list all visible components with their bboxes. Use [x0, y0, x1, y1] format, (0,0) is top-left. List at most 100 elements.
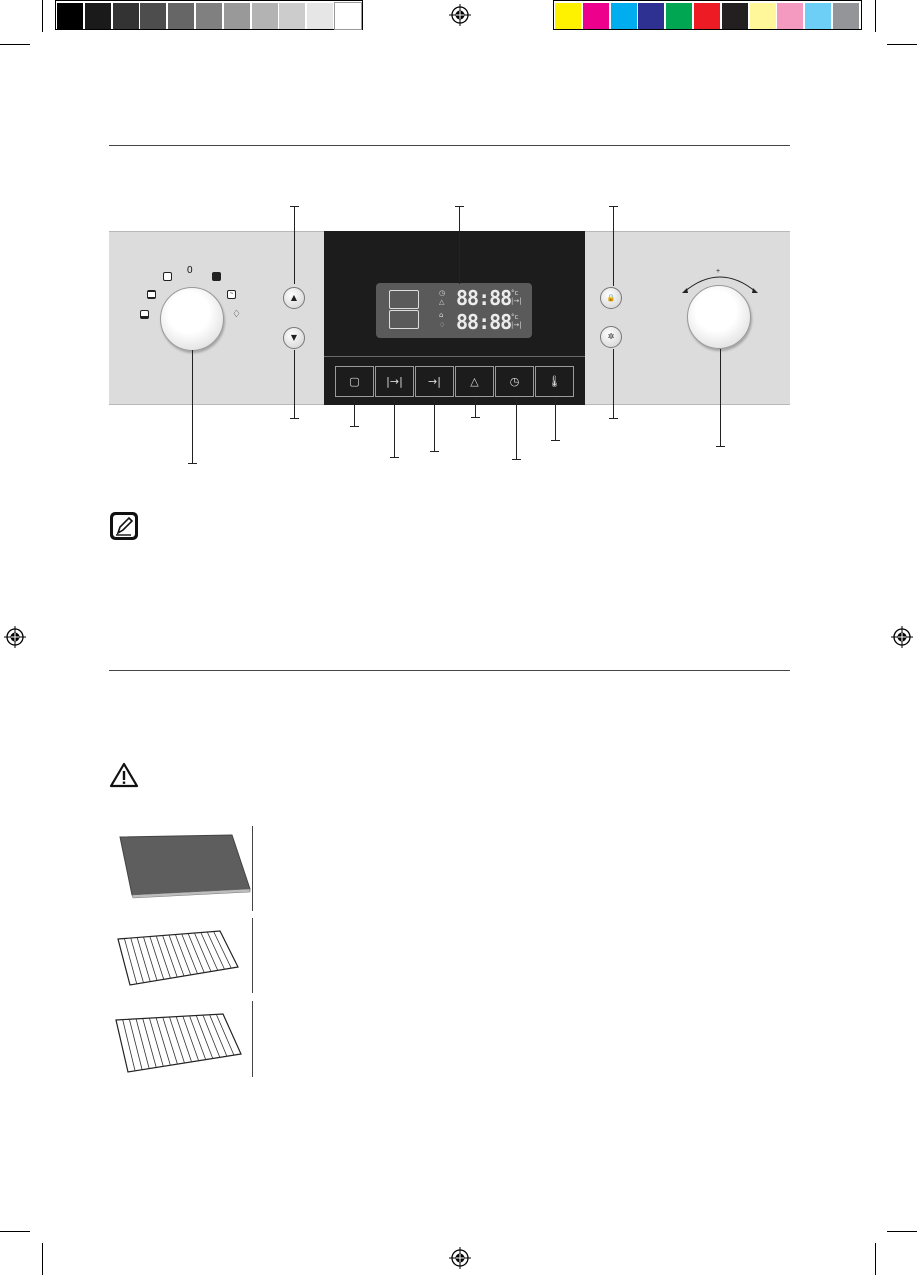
value-dial-arc	[682, 276, 758, 293]
crop-mark	[875, 0, 876, 32]
steam-indicator-icon: ♢	[439, 321, 446, 329]
note-pencil-icon	[109, 511, 139, 546]
callout-line	[354, 398, 355, 426]
lower-time-digits: 88:88	[456, 310, 512, 334]
grayscale-swatch	[84, 3, 111, 29]
clock-indicator-icon: ◷	[439, 289, 446, 297]
crop-mark	[0, 1231, 30, 1232]
rack-wire	[200, 932, 219, 971]
upper-unit-icon: °c|→|	[511, 289, 522, 305]
grayscale-swatch	[196, 3, 222, 29]
upper-time-digits: 88:88	[456, 286, 512, 310]
bottom-heating-icon	[140, 310, 149, 319]
accessory-wire-shelf-for-tray	[110, 1010, 245, 1081]
value-dial-mark: +	[716, 268, 721, 275]
oven-select-icon: ▢	[349, 375, 360, 388]
cooking-time-button[interactable]: |→|	[375, 366, 414, 397]
kitchen-timer-icon: △	[470, 375, 479, 388]
rack-wire	[135, 1018, 150, 1069]
end-time-button[interactable]: →|	[415, 366, 454, 397]
process-color-bar	[553, 0, 862, 30]
rack-wire	[213, 931, 232, 969]
callout-line	[613, 349, 614, 418]
callout-line	[609, 418, 618, 419]
rack-wire	[130, 937, 144, 983]
grayscale-swatch	[223, 3, 250, 29]
shelf-up-button[interactable]: ▲	[283, 287, 305, 309]
callout-line	[290, 206, 299, 207]
clock-icon: ◷	[509, 375, 520, 388]
rack-wire	[155, 935, 171, 979]
color-swatch	[638, 3, 665, 29]
rack-wire	[195, 1015, 214, 1059]
value-dial[interactable]	[687, 285, 751, 349]
callout-line	[475, 398, 476, 417]
callout-line	[471, 417, 480, 418]
crop-mark	[42, 1243, 43, 1275]
callout-line	[512, 459, 521, 460]
grayscale-swatch	[334, 2, 362, 30]
rack-wire	[169, 1016, 185, 1064]
mode-dial[interactable]	[160, 287, 224, 351]
oven-select-button[interactable]: ▢	[335, 366, 374, 397]
temperature-button[interactable]: 🌡	[535, 366, 574, 397]
fan-heating-icon	[163, 272, 172, 281]
callout-line	[716, 446, 725, 447]
crop-mark	[887, 44, 917, 45]
registration-mark-right	[891, 626, 913, 653]
defrost-icon: ♢	[232, 309, 241, 320]
section-rule-top	[109, 145, 790, 146]
rack-wire	[136, 937, 151, 982]
crop-mark	[42, 0, 43, 32]
callout-line	[516, 398, 517, 459]
rack-wire	[149, 936, 165, 980]
color-swatch	[805, 3, 832, 29]
lower-unit-icon: °c|→|	[511, 313, 522, 329]
shelf-down-button[interactable]: ▼	[283, 327, 305, 349]
shelf-up-icon: ▲	[290, 293, 298, 302]
grayscale-color-bar	[55, 0, 363, 30]
grayscale-swatch	[57, 3, 83, 29]
rack-wire	[122, 1019, 136, 1071]
rack-wire	[162, 1017, 178, 1065]
cooking-time-icon: |→|	[386, 375, 403, 388]
temperature-icon: 🌡	[547, 375, 562, 388]
color-swatch	[610, 3, 637, 29]
rack-wire	[209, 1014, 228, 1057]
callout-line	[294, 206, 295, 284]
clock-button[interactable]: ◷	[495, 366, 534, 397]
panel-divider	[324, 356, 585, 357]
grayscale-swatch	[112, 3, 139, 29]
callout-line	[455, 206, 464, 207]
rack-wire	[162, 935, 178, 978]
shelf-down-icon: ▼	[290, 333, 298, 342]
accessory-baking-tray	[112, 833, 252, 904]
callout-line	[290, 418, 299, 419]
rack-wire	[128, 1019, 143, 1070]
child-lock-button[interactable]: 🔒	[600, 287, 622, 309]
color-swatch	[833, 3, 859, 29]
color-swatch	[666, 3, 693, 29]
registration-mark-bottom	[449, 1247, 471, 1274]
upper-cavity-icon	[389, 290, 419, 309]
grayscale-swatch	[251, 3, 278, 29]
lower-cavity-icon	[389, 310, 419, 329]
kitchen-timer-button[interactable]: △	[455, 366, 494, 397]
section-rule-middle	[109, 670, 790, 671]
rack-wire	[182, 1016, 200, 1061]
rack-wire	[149, 1018, 164, 1067]
callout-line	[459, 206, 460, 284]
callout-line	[188, 463, 197, 464]
callout-line	[192, 350, 193, 463]
callout-line	[430, 451, 439, 452]
oven-light-button[interactable]: ✲	[600, 326, 622, 348]
grayscale-swatch	[307, 3, 334, 29]
callout-line	[551, 440, 560, 441]
callout-line	[613, 206, 614, 286]
callout-line	[394, 398, 395, 457]
registration-mark-top	[449, 4, 471, 31]
accessory-rule	[252, 1001, 253, 1077]
lcd-display: ◷ △ ⌂ ♢ 88:88 88:88 °c|→| °c|→|	[376, 283, 532, 338]
rack-wire	[194, 932, 212, 972]
grill-icon: ~	[227, 290, 236, 299]
